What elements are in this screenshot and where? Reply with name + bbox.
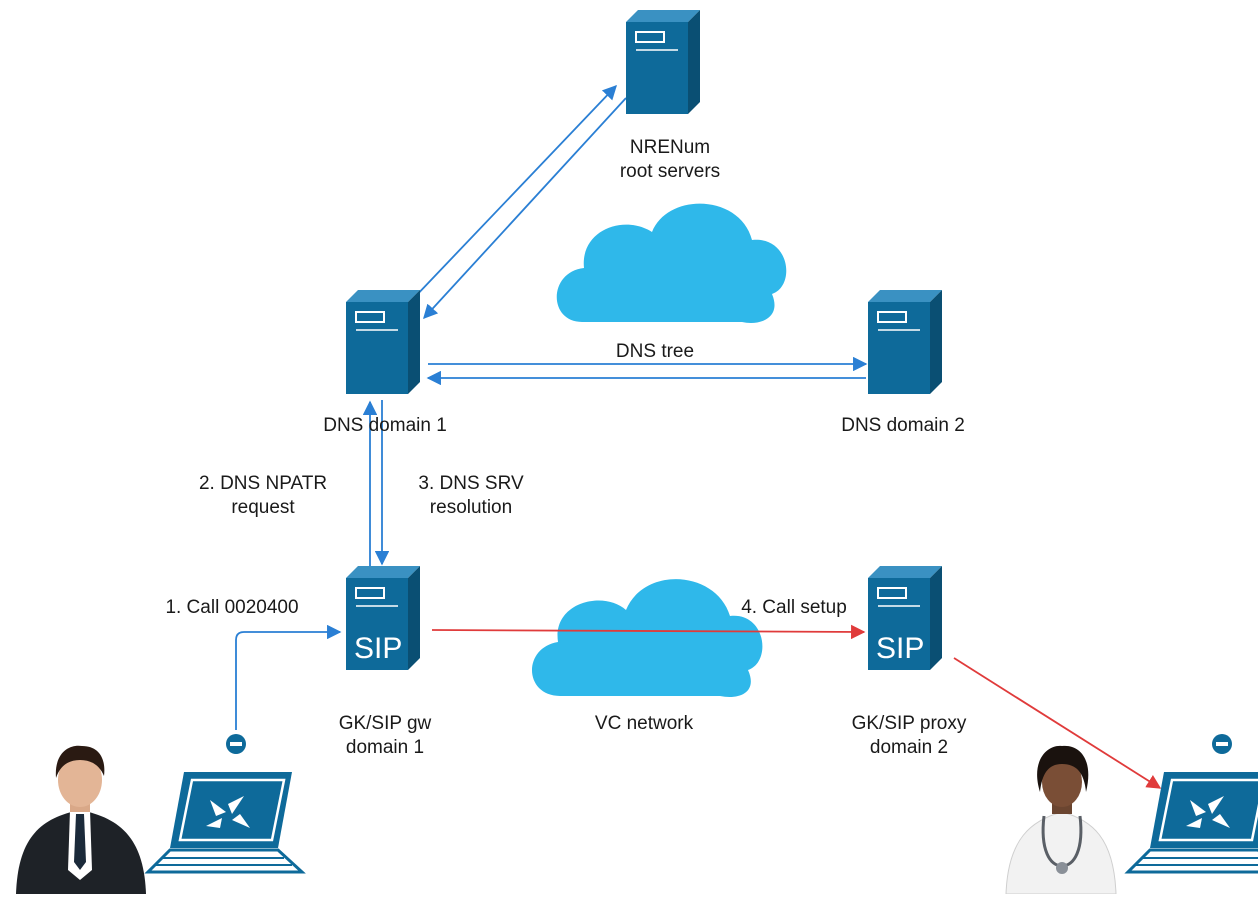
gk-proxy-server-icon: SIP bbox=[867, 565, 943, 671]
step2-line1: 2. DNS NPATR bbox=[198, 473, 328, 494]
step3-line1: 3. DNS SRV bbox=[418, 473, 524, 494]
root-servers-label: NRENum root servers bbox=[600, 136, 740, 184]
step1-label: 1. Call 0020400 bbox=[165, 597, 299, 618]
dns-tree-label: DNS tree bbox=[615, 341, 695, 362]
step3-label: 3. DNS SRV resolution bbox=[396, 472, 546, 520]
step2-label: 2. DNS NPATR request bbox=[178, 472, 348, 520]
step4-label: 4. Call setup bbox=[741, 597, 847, 618]
arrow-proxy-to-laptop2 bbox=[953, 657, 1162, 789]
dns-domain1-server-icon bbox=[345, 289, 421, 395]
vc-network-label: VC network bbox=[594, 713, 694, 734]
gk-proxy-line2: domain 2 bbox=[869, 737, 949, 758]
dns-domain2-server-icon bbox=[867, 289, 943, 395]
gk-gw-line2: domain 1 bbox=[345, 737, 425, 758]
arrow-dns1-to-root bbox=[411, 84, 617, 301]
step3-line2: resolution bbox=[429, 497, 513, 518]
dns-domain2-label: DNS domain 2 bbox=[841, 415, 965, 436]
dns-tree-cloud bbox=[556, 203, 787, 323]
gk-proxy-line1: GK/SIP proxy bbox=[851, 713, 967, 734]
laptop2-icon bbox=[1126, 770, 1258, 874]
gk-gw-line1: GK/SIP gw bbox=[338, 713, 432, 734]
businessman-avatar bbox=[16, 745, 146, 894]
gk-proxy-label: GK/SIP proxy domain 2 bbox=[824, 712, 994, 760]
step2-line2: request bbox=[231, 497, 295, 518]
gk-gw-label: GK/SIP gw domain 1 bbox=[310, 712, 460, 760]
arrow-root-to-dns1 bbox=[423, 97, 627, 320]
arrow-call-setup bbox=[431, 624, 866, 640]
vc-network-cloud bbox=[531, 579, 763, 697]
laptop1-icon bbox=[146, 770, 304, 874]
sip-logo-gw: SIP bbox=[354, 632, 402, 665]
root-server-icon bbox=[625, 9, 701, 115]
dns-domain1-label: DNS domain 1 bbox=[323, 415, 447, 436]
arrow-laptop1-to-gw bbox=[235, 624, 342, 730]
root-servers-line1: NRENum bbox=[629, 137, 711, 158]
gk-gw-server-icon: SIP bbox=[345, 565, 421, 671]
doctor-avatar bbox=[1005, 745, 1117, 895]
sip-logo-proxy: SIP bbox=[876, 632, 924, 665]
root-servers-line2: root servers bbox=[619, 161, 721, 182]
